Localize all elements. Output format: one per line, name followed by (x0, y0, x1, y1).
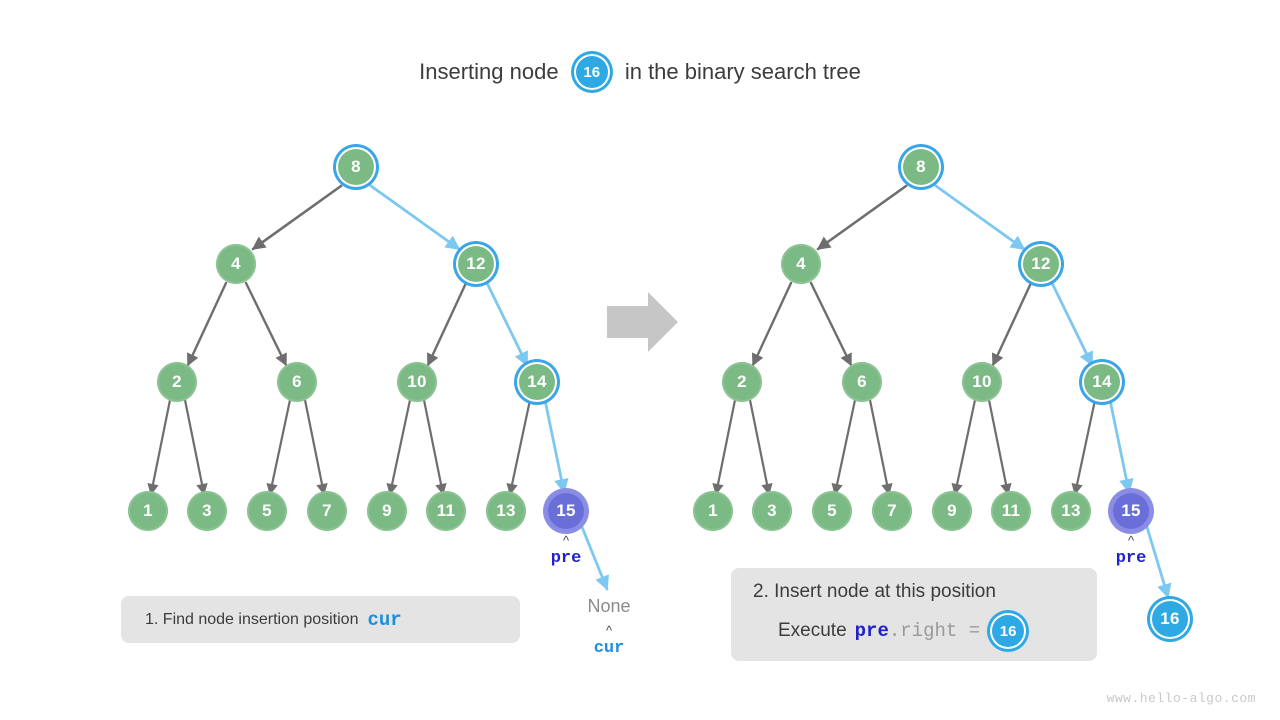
tree-node-3[interactable]: 3 (187, 491, 227, 531)
tree-node-15[interactable]: 15 (1111, 491, 1151, 531)
tree-node-4[interactable]: 4 (781, 244, 821, 284)
tree-node-2[interactable]: 2 (722, 362, 762, 402)
tree-node-11[interactable]: 11 (991, 491, 1031, 531)
pre-label-text: pre (1115, 549, 1147, 568)
pre-label-text: pre (550, 549, 582, 568)
title-text-after: in the binary search tree (624, 59, 861, 84)
tree-node-5[interactable]: 5 (247, 491, 287, 531)
tree-node-12[interactable]: 12 (1021, 244, 1061, 284)
pre-pointer-label: ^ pre (1115, 533, 1147, 569)
caption-2-execute-text: Execute (778, 620, 847, 641)
tree-node-8[interactable]: 8 (336, 147, 376, 187)
tree-node-5[interactable]: 5 (812, 491, 852, 531)
tree-node-9[interactable]: 9 (367, 491, 407, 531)
tree-node-2[interactable]: 2 (157, 362, 197, 402)
tree-node-10[interactable]: 10 (397, 362, 437, 402)
caption-2-line-2: Execute pre .right = 16 (753, 613, 1097, 649)
tree-node-8[interactable]: 8 (901, 147, 941, 187)
right-arrow-icon (607, 292, 678, 352)
caption-1-pointer: cur (367, 608, 402, 631)
tree-node-1[interactable]: 1 (693, 491, 733, 531)
tree-node-14[interactable]: 14 (517, 362, 557, 402)
tree-node-9[interactable]: 9 (932, 491, 972, 531)
caret-up-icon: ^ (562, 533, 570, 548)
caret-up-icon: ^ (1127, 533, 1135, 548)
caption-1-text: 1. Find node insertion position (145, 610, 359, 628)
caption-2-field: .right = (888, 620, 981, 642)
watermark: www.hello-algo.com (1106, 691, 1256, 706)
tree-node-14[interactable]: 14 (1082, 362, 1122, 402)
cur-label-text: cur (593, 639, 625, 658)
pre-pointer-label: ^ pre (550, 533, 582, 569)
caption-2-node-16: 16 (990, 613, 1027, 649)
caption-2-line-1: 2. Insert node at this position (753, 581, 1097, 603)
title-node-16: 16 (573, 54, 610, 90)
tree-node-15[interactable]: 15 (546, 491, 586, 531)
title-text-before: Inserting node (419, 59, 559, 84)
caption-step-1: 1. Find node insertion position cur (121, 596, 520, 643)
caret-up-icon: ^ (605, 623, 613, 638)
none-label: None (587, 596, 631, 616)
caption-2-pre: pre (854, 620, 889, 642)
tree-node-6[interactable]: 6 (842, 362, 882, 402)
cur-pointer-label: ^ cur (593, 623, 625, 659)
caption-2-text: 2. Insert node at this position (753, 581, 996, 602)
tree-node-6[interactable]: 6 (277, 362, 317, 402)
tree-node-11[interactable]: 11 (426, 491, 466, 531)
tree-node-13[interactable]: 13 (1051, 491, 1091, 531)
tree-node-16-inserted[interactable]: 16 (1150, 599, 1190, 639)
tree-node-7[interactable]: 7 (872, 491, 912, 531)
tree-node-3[interactable]: 3 (752, 491, 792, 531)
tree-node-10[interactable]: 10 (962, 362, 1002, 402)
tree-node-12[interactable]: 12 (456, 244, 496, 284)
tree-node-7[interactable]: 7 (307, 491, 347, 531)
tree-node-13[interactable]: 13 (486, 491, 526, 531)
caption-step-2: 2. Insert node at this position Execute … (731, 568, 1097, 661)
tree-node-1[interactable]: 1 (128, 491, 168, 531)
tree-node-4[interactable]: 4 (216, 244, 256, 284)
page-title: Inserting node 16 in the binary search t… (0, 54, 1280, 90)
